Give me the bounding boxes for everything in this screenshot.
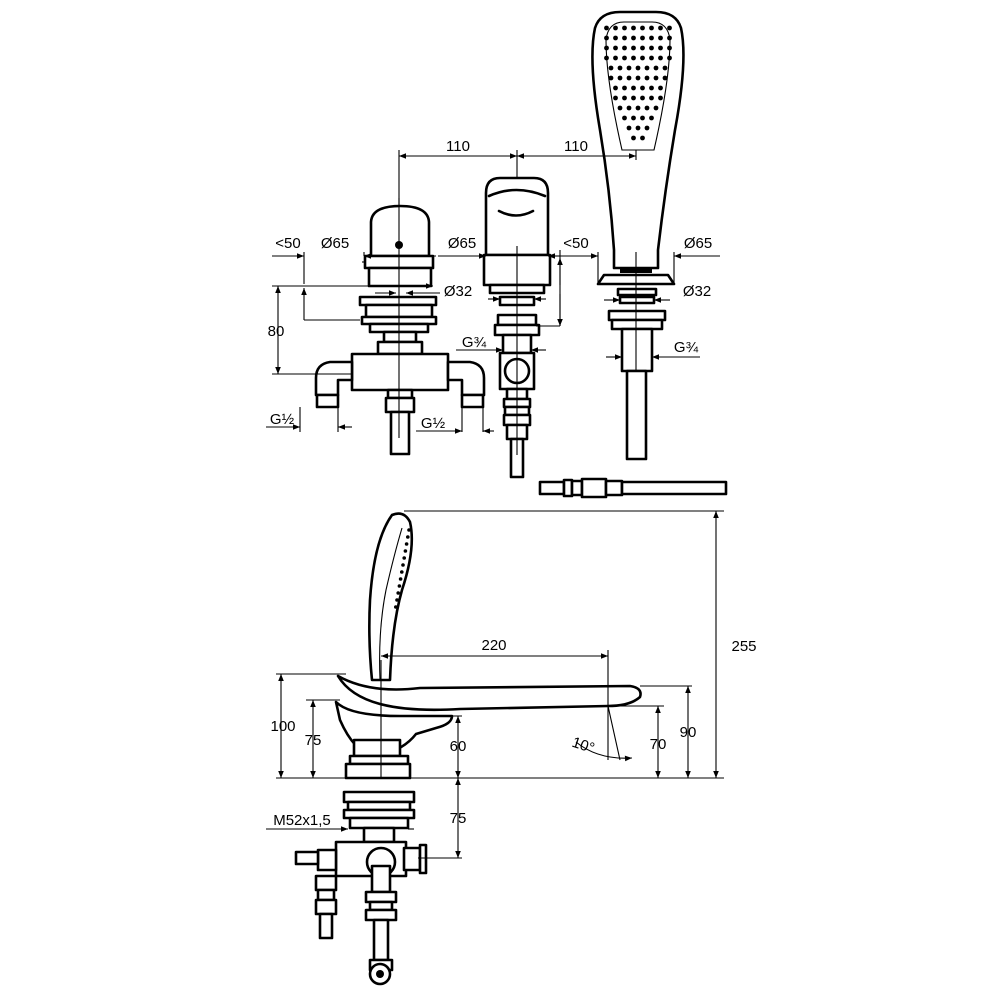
spout-setback-label: <50 [563,235,588,252]
spout-diameter-label: Ø65 [448,235,476,252]
mixer-setback-label: <50 [275,235,300,252]
side-view-drawing [294,512,642,986]
shower-thread-label: G¾ [674,339,699,356]
top-view-dimensions [266,150,720,455]
below-deck-label: 75 [450,810,467,827]
hand-shower-drawing [591,10,685,461]
spout-thread-label: G¾ [462,334,487,351]
mixer-height-label: 80 [268,323,285,340]
shower-hole-label: Ø32 [683,283,711,300]
shower-hose-drawing [538,477,728,499]
mixer-hole-label: Ø32 [444,283,472,300]
projection-label: 220 [481,637,506,654]
thread-label: M52x1,5 [273,812,331,829]
spout-base-height-label: 60 [450,738,467,755]
mixer-diameter-label: Ø65 [321,235,349,252]
lever-height-label: 100 [270,718,295,735]
spacing-right-label: 110 [564,138,588,155]
spout-top-height-label: 90 [680,724,697,741]
shower-diameter-label: Ø65 [684,235,712,252]
body-height-label: 75 [305,732,322,749]
side-view-dimensions [266,510,724,859]
outlet-height-label: 70 [650,736,667,753]
mixer-inlet-left-label: G½ [270,411,295,428]
spacing-left-label: 110 [446,138,470,155]
side-view-labels: 220 255 100 75 60 70 90 10° M52x1,5 75 [270,637,756,829]
top-view-labels: 110 110 <50 Ø65 Ø32 80 G½ G½ Ø65 <50 G¾ … [268,138,713,432]
mixer-valve-drawing [314,204,486,456]
total-height-label: 255 [731,638,756,655]
mixer-inlet-right-label: G½ [421,415,446,432]
angle-label: 10° [570,734,597,757]
